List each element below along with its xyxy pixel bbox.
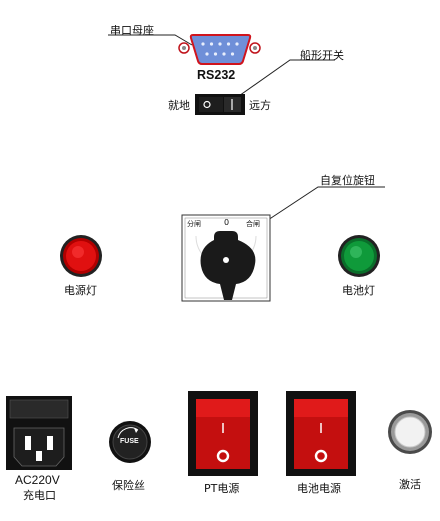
- power-lamp: [60, 235, 102, 277]
- local-remote-rocker-switch[interactable]: [195, 94, 245, 115]
- rs232-label: RS232: [197, 68, 236, 82]
- reset-knob-label: 自复位旋钮: [320, 174, 375, 187]
- rocker-leader-line: [235, 59, 335, 99]
- serial-leader-line: [108, 34, 193, 46]
- pt-power-label: PT电源: [204, 482, 240, 495]
- db9-shell: [189, 34, 252, 65]
- serial-socket-label: 串口母座: [110, 24, 154, 37]
- ac-charge-port[interactable]: [6, 396, 72, 470]
- fuse-holder-label: 保险丝: [112, 479, 145, 492]
- ac-voltage-label: AC220V: [15, 473, 60, 487]
- battery-lamp-label: 电池灯: [342, 284, 375, 297]
- pt-power-switch[interactable]: [188, 391, 258, 476]
- knob-close-label: 合闸: [246, 220, 260, 228]
- fuse-holder[interactable]: [109, 421, 151, 463]
- battery-lamp: [338, 235, 380, 277]
- activate-button[interactable]: [388, 410, 432, 454]
- knob-leader-line: [267, 186, 385, 221]
- knob-open-label: 分闸: [187, 220, 201, 228]
- db9-serial-socket[interactable]: [178, 34, 261, 65]
- knob-zero-label: 0: [224, 218, 230, 227]
- rocker-switch-label: 船形开关: [300, 49, 344, 62]
- battery-power-switch[interactable]: [286, 391, 356, 476]
- local-label: 就地: [168, 99, 190, 112]
- activate-label: 激活: [399, 478, 421, 491]
- remote-label: 远方: [249, 99, 271, 112]
- self-reset-rotary-knob[interactable]: [181, 214, 271, 302]
- charge-port-label: 充电口: [23, 489, 56, 502]
- battery-power-label: 电池电源: [297, 482, 341, 495]
- fuse-text: FUSE: [120, 438, 139, 445]
- power-lamp-label: 电源灯: [64, 284, 97, 297]
